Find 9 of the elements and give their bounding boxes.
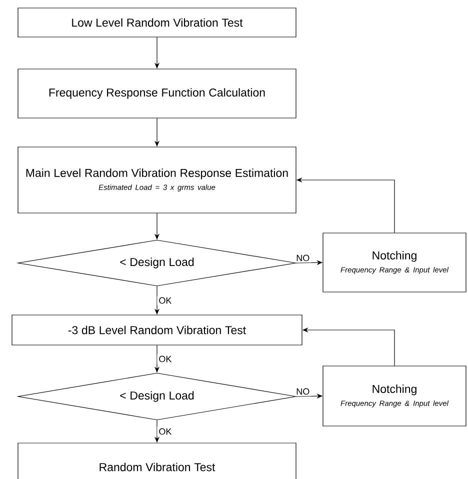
process-box: Random Vibration Test xyxy=(18,442,296,479)
process-box: Frequency Response Function Calculation xyxy=(18,68,296,118)
process-box: Low Level Random Vibration Test xyxy=(18,8,296,38)
process-box: -3 dB Level Random Vibration Test xyxy=(12,314,302,346)
edge-label: OK xyxy=(157,426,174,436)
edge-label: NO xyxy=(294,386,312,396)
edge-label: OK xyxy=(157,296,174,306)
edge-label: NO xyxy=(294,253,312,263)
edge-label: OK xyxy=(157,354,174,364)
